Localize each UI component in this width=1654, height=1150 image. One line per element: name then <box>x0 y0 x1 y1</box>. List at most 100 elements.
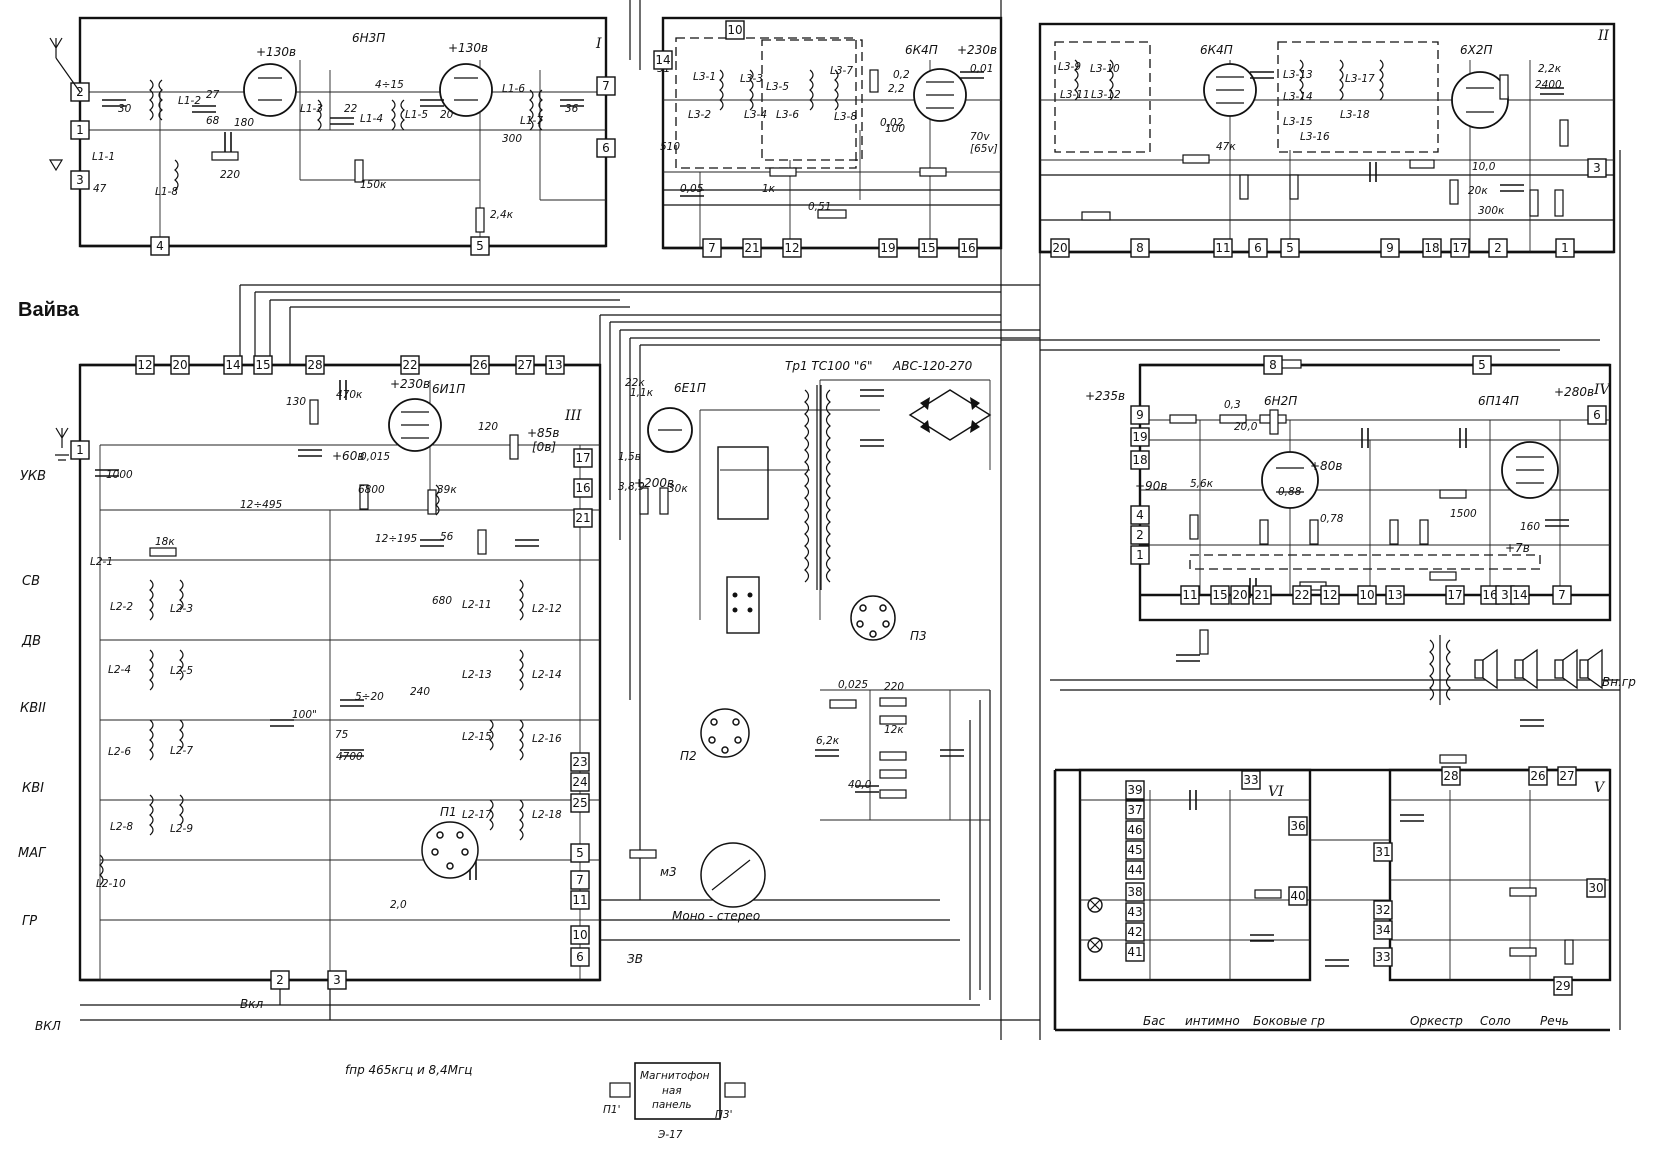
ext-speaker-label: Вн.гр <box>1602 675 1636 689</box>
coil-label: L1-2 <box>178 95 201 107</box>
component-value: 150к <box>360 179 387 191</box>
component-value: 300 <box>502 133 522 145</box>
volume-dash <box>1189 554 1541 570</box>
svg-text:41: 41 <box>1127 945 1142 959</box>
control-bass: Бас <box>1143 1014 1166 1028</box>
svg-text:28: 28 <box>307 358 322 372</box>
block-iii-wiring <box>99 380 600 980</box>
terminal-14: 14 <box>653 50 673 70</box>
component-value: 5,6к <box>1190 478 1214 490</box>
tube-6k4p-b <box>1203 63 1257 117</box>
svg-text:19: 19 <box>880 241 895 255</box>
svg-text:25: 25 <box>572 796 587 810</box>
component-value: 300к <box>1478 205 1505 217</box>
svg-text:45: 45 <box>1127 843 1142 857</box>
svg-text:17: 17 <box>1452 241 1467 255</box>
component-value: 2,0 <box>390 899 407 911</box>
svg-text:36: 36 <box>1290 819 1305 833</box>
terminal-11: 11 <box>1213 238 1233 258</box>
terminal-6: 6 <box>570 947 590 967</box>
component-value: 510 <box>660 141 680 153</box>
terminal-46: 46 <box>1125 820 1145 840</box>
component-value: 2,2 <box>888 83 905 95</box>
transformer-label: Тр1 ТС100 "6" <box>785 359 873 373</box>
component-value: 68 <box>206 115 220 127</box>
terminal-29: 29 <box>1553 976 1573 996</box>
v85: +85в <box>527 426 559 440</box>
svg-text:14: 14 <box>1512 588 1527 602</box>
coils <box>99 59 1451 886</box>
terminal-14: 14 <box>223 355 243 375</box>
transformer-labels: Тр1 ТС100 "6" АВС-120-270 <box>785 359 973 373</box>
coil-label: L3-18 <box>1340 109 1370 121</box>
coil-label: L3-11 <box>1060 89 1090 101</box>
component-value: 39к <box>437 484 457 496</box>
panel-line-2: ная <box>662 1085 682 1097</box>
component-value: 220 <box>884 681 904 693</box>
svg-text:8: 8 <box>1269 358 1277 372</box>
svg-text:38: 38 <box>1127 885 1142 899</box>
speaker-2gd-2 <box>1514 648 1538 690</box>
tube-6p14p-label: 6П14П <box>1478 394 1519 408</box>
svg-text:4: 4 <box>156 239 164 253</box>
block-iv-wiring <box>1140 419 1610 595</box>
band-kv2: КВII <box>20 701 46 716</box>
control-solo: Соло <box>1480 1014 1511 1028</box>
block-iii-label: III <box>564 408 582 424</box>
speakers <box>1474 648 1603 690</box>
svg-text:7: 7 <box>576 873 584 887</box>
svg-text:6: 6 <box>1254 241 1262 255</box>
terminal-17: 17 <box>1445 585 1465 605</box>
terminal-23: 23 <box>570 752 590 772</box>
terminal-18: 18 <box>1422 238 1442 258</box>
svg-text:2: 2 <box>1494 241 1502 255</box>
terminal-3: 3 <box>1587 158 1607 178</box>
svg-text:2: 2 <box>1136 528 1144 542</box>
connector-labels: П1 П2 П3 м3 ЗВ Вкл ВКЛ Вн.гр <box>35 629 1636 1033</box>
power-input-label: ВКЛ <box>35 1019 61 1033</box>
panel-line-1: Магнитофон <box>640 1070 710 1082</box>
svg-text:6: 6 <box>1593 408 1601 422</box>
resistors <box>149 69 1574 965</box>
svg-text:11: 11 <box>1182 588 1197 602</box>
tone-control-labels: Бас интимно Боковые гр Оркестр Соло Речь <box>1143 1014 1569 1028</box>
speaker-1gd-2 <box>1579 648 1603 690</box>
terminal-39: 39 <box>1125 780 1145 800</box>
component-value: 0,02 <box>880 117 904 129</box>
block-v-frame <box>1388 768 1612 982</box>
coil-label: L2-15 <box>462 731 492 743</box>
component-value: 6800 <box>358 484 385 496</box>
tube-6n3p <box>243 63 297 117</box>
terminal-13: 13 <box>1385 585 1405 605</box>
terminal-28: 28 <box>305 355 325 375</box>
svg-text:17: 17 <box>1447 588 1462 602</box>
component-value: 4700 <box>336 751 363 763</box>
terminal-25: 25 <box>570 793 590 813</box>
connector-z3: ЗВ <box>627 952 643 966</box>
component-value: 27 <box>206 89 220 101</box>
terminal-5: 5 <box>470 236 490 256</box>
speaker-1gd-1 <box>1554 648 1578 690</box>
terminal-9: 9 <box>1130 405 1150 425</box>
v85-b: [0в] <box>532 440 556 454</box>
terminal-3: 3 <box>1495 585 1515 605</box>
terminal-2: 2 <box>270 970 290 990</box>
terminal-10: 10 <box>570 925 590 945</box>
component-value: 20 <box>440 109 454 121</box>
component-value: 1к <box>762 183 776 195</box>
svg-text:8: 8 <box>1136 241 1144 255</box>
coil-label: L2-1 <box>90 556 113 568</box>
terminal-28: 28 <box>1441 766 1461 786</box>
terminal-1: 1 <box>1130 545 1150 565</box>
component-value: 10,0 <box>1472 161 1496 173</box>
component-value: 2,4к <box>490 209 514 221</box>
svg-text:3: 3 <box>333 973 341 987</box>
block-iv-label: IV <box>1593 382 1612 398</box>
svg-text:15: 15 <box>255 358 270 372</box>
terminal-20: 20 <box>170 355 190 375</box>
component-value: 470к <box>336 389 363 401</box>
terminal-2: 2 <box>1130 525 1150 545</box>
svg-text:16: 16 <box>1482 588 1497 602</box>
component-value: 47 <box>93 183 107 195</box>
terminal-16: 16 <box>573 478 593 498</box>
